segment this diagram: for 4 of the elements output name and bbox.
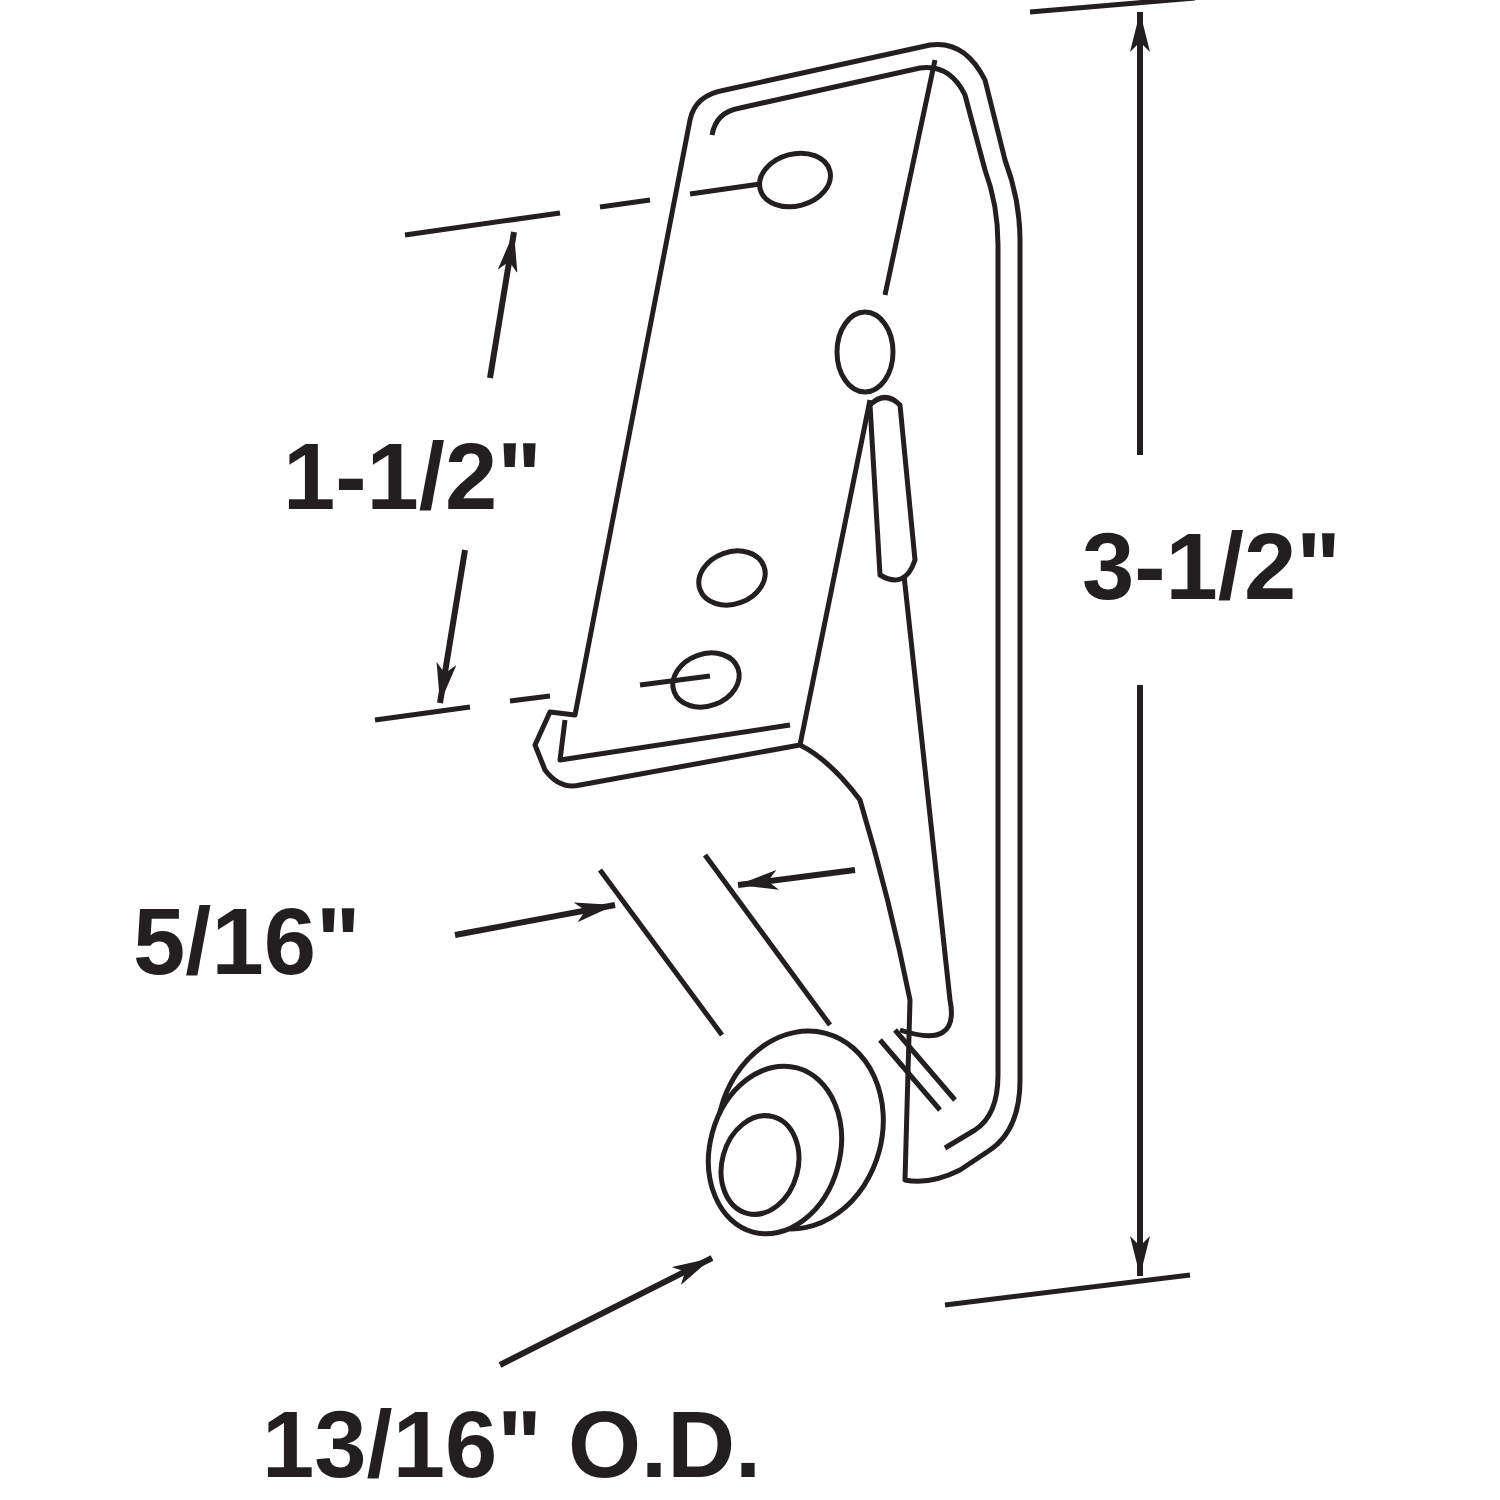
dimension-label: 1-1/2" — [283, 430, 542, 524]
dimension-label: 5/16" — [133, 895, 361, 989]
dimension-label: 3-1/2" — [1082, 520, 1341, 614]
dimension-label: 13/16" O.D. — [262, 1398, 762, 1492]
